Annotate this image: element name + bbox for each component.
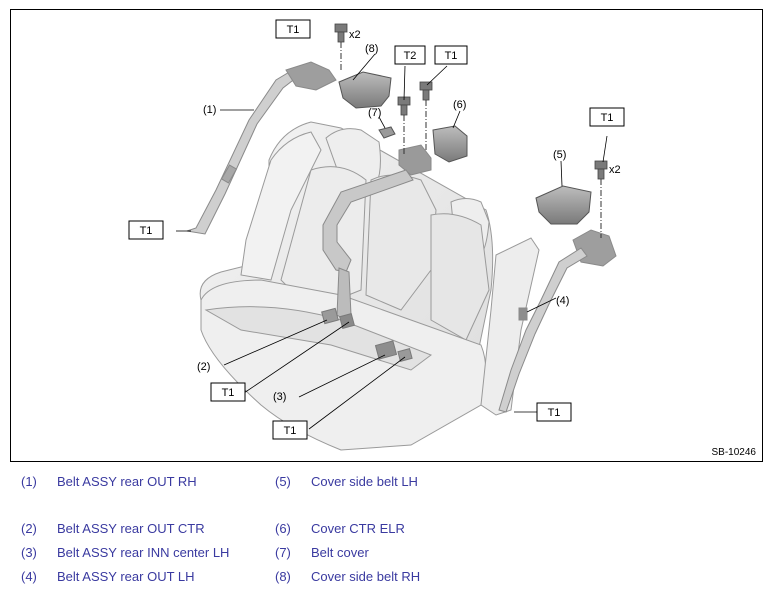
tag-t1-bottom: T1 <box>272 420 308 440</box>
installation-lines <box>340 42 602 238</box>
callouts: (1) (2) (3) (4) (5) (6) (7) (8) <box>197 43 569 403</box>
parts-legend: (1)Belt ASSY rear OUT RH (2)Belt ASSY re… <box>0 470 773 593</box>
tag-t1-right-bottom: T1 <box>536 402 572 422</box>
cover-side-belt-lh <box>535 185 592 225</box>
callout-2: (2) <box>197 361 210 373</box>
tag-t2-center: T2 <box>394 45 426 65</box>
svg-text:T1: T1 <box>445 50 458 62</box>
leader-lines <box>176 53 608 430</box>
svg-text:T1: T1 <box>601 112 614 124</box>
parts-diagram: (1) (2) (3) (4) (5) (6) (7) (8) x2 x2 T1… <box>10 9 763 462</box>
svg-text:T1: T1 <box>284 425 297 437</box>
multiplier-right: x2 <box>609 164 621 176</box>
svg-text:T1: T1 <box>222 387 235 399</box>
seat-buckles <box>321 307 413 362</box>
diagram-drawing: (1) (2) (3) (4) (5) (6) (7) (8) x2 x2 T1… <box>128 19 625 451</box>
figure-code: SB-10246 <box>711 447 756 458</box>
svg-text:T1: T1 <box>287 24 300 36</box>
callout-8: (8) <box>365 43 378 55</box>
legend-item: (4)Belt ASSY rear OUT LH <box>21 569 195 584</box>
legend-item: (7)Belt cover <box>275 545 369 560</box>
legend-item: (3)Belt ASSY rear INN center LH <box>21 545 230 560</box>
belt-assy-rear-out-rh <box>186 61 337 235</box>
multiplier-top: x2 <box>349 29 361 41</box>
legend-item: (8)Cover side belt RH <box>275 569 421 584</box>
callout-7: (7) <box>368 107 381 119</box>
belt-cover <box>378 126 396 139</box>
callout-4: (4) <box>556 295 569 307</box>
svg-text:T1: T1 <box>548 407 561 419</box>
legend-item: (5)Cover side belt LH <box>275 474 418 489</box>
belt-assy-rear-out-lh <box>498 229 617 413</box>
tag-t1-top: T1 <box>275 19 311 39</box>
legend-item: (1)Belt ASSY rear OUT RH <box>21 474 197 489</box>
rear-seat <box>199 121 540 451</box>
tag-t1-right-top: T1 <box>589 107 625 127</box>
legend-item: (6)Cover CTR ELR <box>275 521 405 536</box>
svg-text:T2: T2 <box>404 50 417 62</box>
tag-t1-lower-left: T1 <box>210 382 246 402</box>
tag-t1-center: T1 <box>434 45 468 65</box>
callout-3: (3) <box>273 391 286 403</box>
cover-side-belt-rh <box>338 71 392 109</box>
callout-1: (1) <box>203 104 216 116</box>
svg-text:T1: T1 <box>140 225 153 237</box>
legend-item: (2)Belt ASSY rear OUT CTR <box>21 521 205 536</box>
callout-5: (5) <box>553 149 566 161</box>
cover-ctr-elr <box>432 125 468 163</box>
tag-t1-left: T1 <box>128 220 164 240</box>
callout-6: (6) <box>453 99 466 111</box>
